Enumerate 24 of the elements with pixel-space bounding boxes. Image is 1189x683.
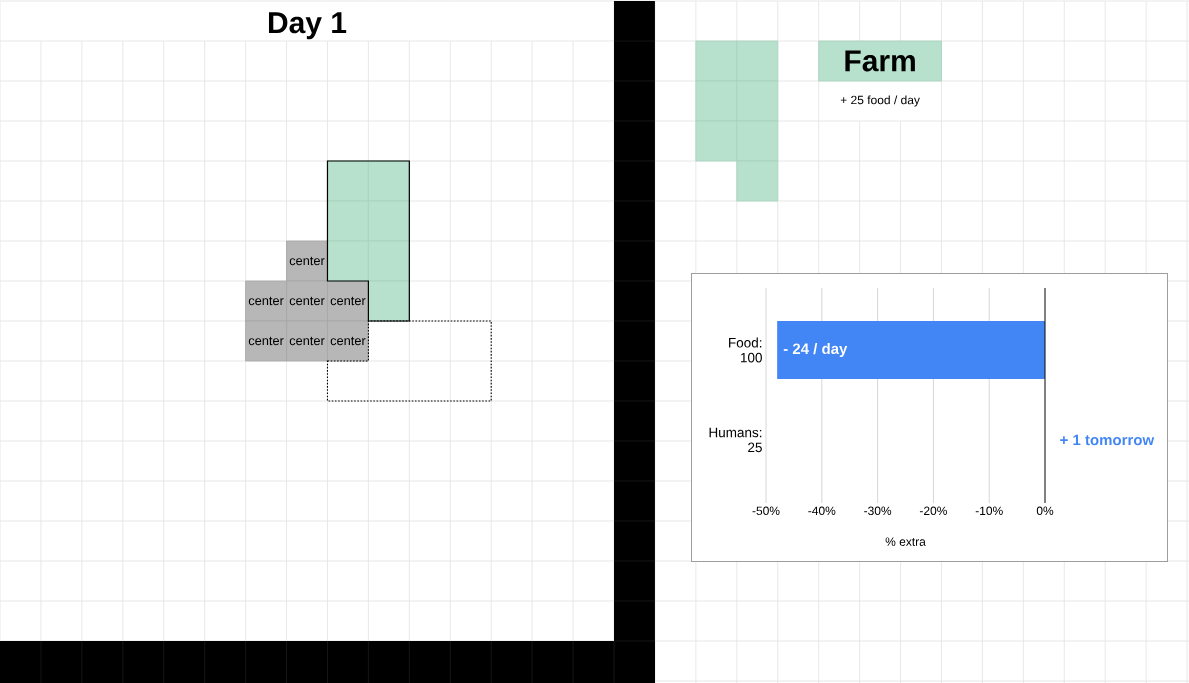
x-tick-label: -40% <box>808 506 836 516</box>
placement-outline <box>326 320 492 402</box>
x-tick-label: -20% <box>919 506 947 516</box>
y-tick-label: Humans: 25 <box>709 427 762 453</box>
text: + 1 tomorrow <box>1060 434 1155 446</box>
x-tick-label: 0% <box>1036 506 1054 516</box>
x-axis-title: % extra <box>885 537 926 546</box>
board-tile: center <box>327 280 369 322</box>
board-tile: center <box>327 320 369 362</box>
x-tick-label: -30% <box>864 506 892 516</box>
board-tile: center <box>286 240 328 282</box>
y-tick-label: Food: 100 <box>729 337 762 363</box>
board-tile: center <box>245 280 287 322</box>
title: Day 1 <box>269 12 347 40</box>
node-label: + 25 food / day <box>840 95 920 107</box>
x-tick-label: -10% <box>975 506 1003 516</box>
x-tick-label: -50% <box>752 506 780 516</box>
block-shape <box>695 40 779 202</box>
header-cell: Farm <box>818 40 942 82</box>
text: - 24 / day <box>783 343 848 357</box>
board-tile: center <box>245 320 287 362</box>
board-tile: center <box>286 320 328 362</box>
board-tile: center <box>286 280 328 322</box>
block-shape <box>326 160 410 322</box>
